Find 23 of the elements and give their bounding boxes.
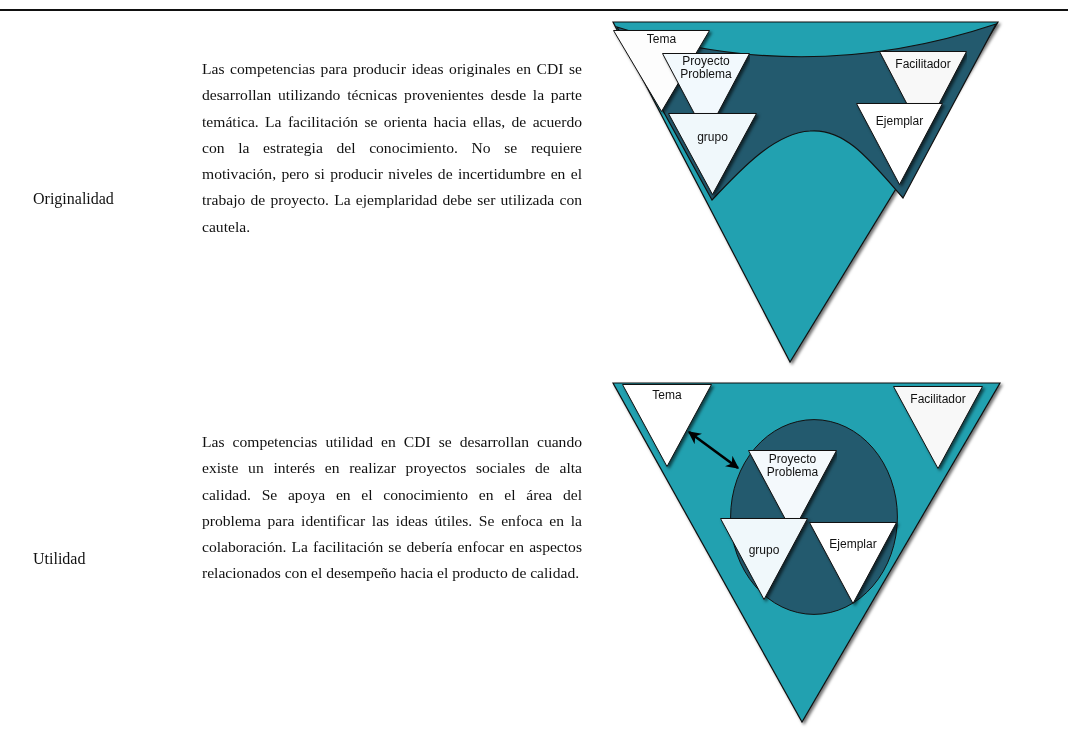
node-label: Facilitador [909, 393, 967, 406]
row-label: Utilidad [33, 550, 87, 568]
triangle-node [748, 450, 837, 518]
node-label: Proyecto Problema [765, 453, 820, 479]
node-label: Ejemplar [828, 538, 878, 551]
description-text: Las competencias utilidad en CDI se desarrollan cuando existe un interés en realizar proyectos sociales de alta calidad. Se apoya en el conocimiento en el área del problema para identificar las ideas útiles. Se enfoca en la colaboración. La facilitación se debería enfocar en aspectos relacionados con el desempeño hacia el producto de calidad. [202, 432, 582, 584]
triangle-node [668, 113, 757, 195]
description-text: Las competencias para producir ideas originales en CDI se desarrollan utilizando técnicas provenientes desde la parte temática. La facilitación se orienta hacia ellas, de acuerdo con la estrategia del conocimiento. No se requiere motivación, pero si producir niveles de incertidumbre en el trabajo de proyecto. La ejemplaridad debe ser utilizada con cautela. [202, 59, 582, 237]
node-label: Proyecto Problema [679, 55, 733, 81]
node-label: Tema [645, 33, 678, 46]
triangle-node [662, 53, 750, 113]
triangle-node [622, 384, 712, 467]
triangle-node [893, 386, 983, 469]
node-label: Tema [651, 389, 683, 402]
node-label: Facilitador [894, 58, 952, 71]
triangle-node [720, 518, 808, 600]
row-label: Originalidad [33, 190, 115, 208]
triangle-node [879, 51, 967, 103]
triangle-node [856, 103, 943, 185]
double-arrow [687, 430, 740, 470]
node-label: grupo [696, 131, 729, 144]
node-label: grupo [747, 544, 781, 557]
node-label: Ejemplar [874, 115, 925, 128]
